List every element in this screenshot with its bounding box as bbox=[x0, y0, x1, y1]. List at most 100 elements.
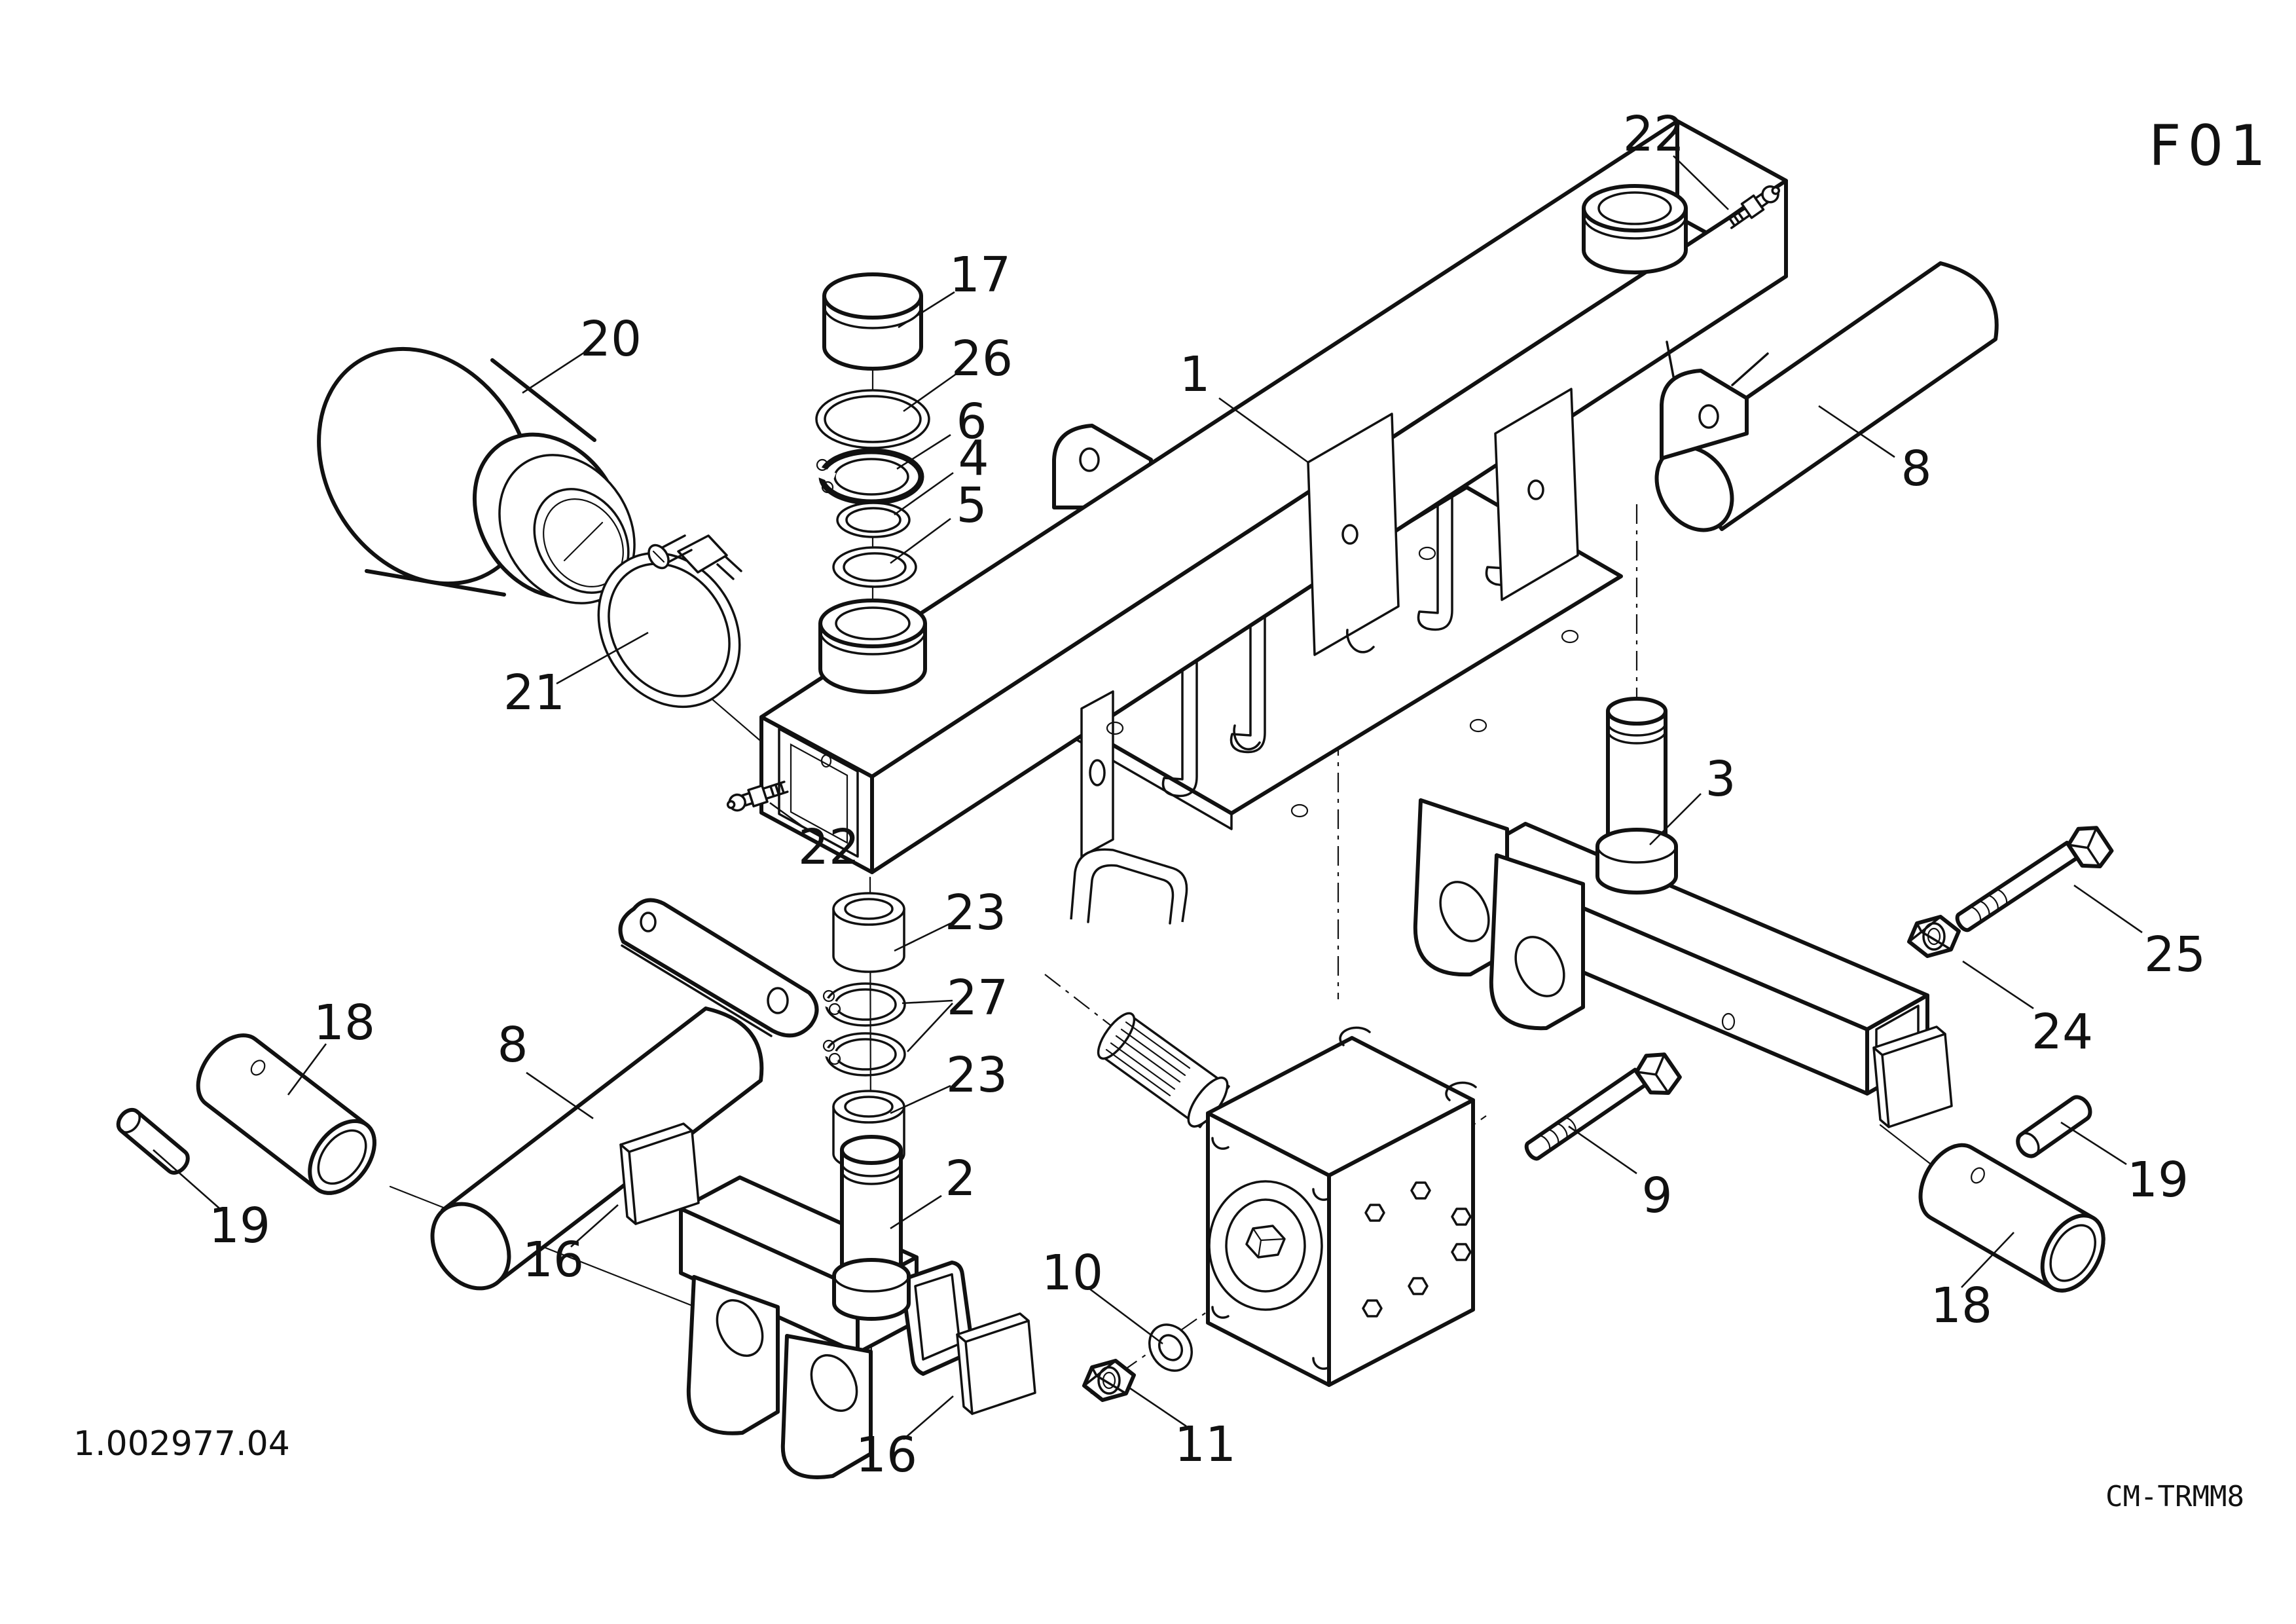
callout-22-13: 22 bbox=[769, 802, 860, 876]
figure-code: F01 bbox=[2149, 113, 2272, 179]
callout-16-21: 16 bbox=[522, 1204, 619, 1288]
leader-line bbox=[2060, 1121, 2127, 1166]
left-assembly bbox=[114, 898, 819, 1291]
part-number-label: 26 bbox=[951, 331, 1013, 387]
part-number-label: 27 bbox=[947, 970, 1008, 1026]
part-number-label: 8 bbox=[497, 1017, 528, 1073]
leader-line bbox=[1961, 1232, 2014, 1288]
callout-23-14: 23 bbox=[894, 885, 1006, 952]
bolt-9 bbox=[1521, 1047, 1684, 1177]
leader-line bbox=[898, 291, 955, 329]
part-number-label: 23 bbox=[945, 885, 1006, 941]
leader-line bbox=[894, 922, 951, 952]
right-ear-bracket bbox=[1660, 341, 1769, 460]
leader-line bbox=[894, 471, 954, 516]
document-number: 1.002977.04 bbox=[73, 1424, 290, 1464]
part-number-label: 5 bbox=[956, 477, 987, 534]
gearbox bbox=[1084, 1012, 1477, 1400]
callout-17-1: 17 bbox=[898, 247, 1011, 329]
part-number-label: 22 bbox=[1623, 106, 1685, 162]
part-number-label: 16 bbox=[522, 1232, 584, 1288]
left-carrier bbox=[679, 1135, 1036, 1479]
part-number-label: 16 bbox=[856, 1427, 917, 1483]
part-number-label: 23 bbox=[946, 1047, 1008, 1103]
callout-24-12: 24 bbox=[1962, 960, 2093, 1060]
callout-26-2: 26 bbox=[903, 331, 1013, 413]
callout-25-11: 25 bbox=[2073, 884, 2206, 983]
leader-line bbox=[1129, 1387, 1187, 1428]
part-number-label: 3 bbox=[1705, 751, 1736, 807]
band-bracket bbox=[1070, 848, 1188, 925]
part-number-label: 10 bbox=[1042, 1245, 1103, 1301]
callout-18-27: 18 bbox=[1931, 1232, 2014, 1334]
leader-line bbox=[570, 1204, 619, 1247]
beam-collars bbox=[818, 184, 1688, 694]
leader-line bbox=[903, 1395, 954, 1440]
part-number-label: 20 bbox=[580, 311, 642, 367]
leader-line bbox=[1089, 1287, 1163, 1345]
callouts-layer: 1 17 26 645 20 21 22 8 3 25 24 22 23 27 23 2 9 10 11 16 16 18… bbox=[153, 106, 2206, 1483]
callout-21-7: 21 bbox=[503, 631, 649, 721]
callout-27-15: 27 bbox=[902, 970, 1008, 1052]
leader-line bbox=[890, 1084, 951, 1115]
callout-5-5: 5 bbox=[890, 477, 987, 564]
callout-3-10: 3 bbox=[1649, 751, 1736, 845]
upper-hardware-column bbox=[812, 272, 930, 588]
leader-line bbox=[896, 434, 951, 470]
part-number-label: 19 bbox=[209, 1198, 270, 1254]
part-number-label: 18 bbox=[314, 995, 375, 1051]
callout-16-22: 16 bbox=[856, 1395, 954, 1483]
part-number-label: 6 bbox=[956, 394, 987, 450]
callout-19-26: 19 bbox=[2060, 1121, 2189, 1208]
right-carrier bbox=[1413, 697, 1953, 1128]
part-number-label: 1 bbox=[1179, 346, 1210, 403]
leader-line bbox=[1673, 155, 1729, 210]
part-number-label: 24 bbox=[2032, 1004, 2093, 1060]
leader-line bbox=[2073, 884, 2143, 934]
part-number-label: 19 bbox=[2127, 1152, 2189, 1208]
part-number-label: 18 bbox=[1931, 1278, 1992, 1334]
callout-20-6: 20 bbox=[522, 311, 642, 394]
callout-2-17: 2 bbox=[890, 1151, 976, 1230]
callout-22-8: 22 bbox=[1623, 106, 1729, 210]
leader-line bbox=[1568, 1125, 1637, 1175]
callout-19-24: 19 bbox=[153, 1149, 270, 1254]
part-number-label: 21 bbox=[503, 665, 565, 721]
deck-details bbox=[1080, 388, 1579, 858]
leader-line bbox=[1962, 960, 2034, 1010]
leader-line bbox=[526, 1071, 594, 1120]
leader-line bbox=[769, 802, 809, 832]
callout-9-18: 9 bbox=[1568, 1125, 1673, 1224]
callout-1-0: 1 bbox=[1179, 346, 1309, 464]
leader-line bbox=[902, 999, 953, 1005]
leader-line bbox=[1649, 793, 1702, 845]
leader-line bbox=[890, 517, 951, 564]
leader-line bbox=[556, 631, 649, 685]
lower-hardware-column bbox=[822, 892, 905, 1171]
leader-line bbox=[903, 372, 958, 413]
callout-18-23: 18 bbox=[287, 995, 375, 1096]
part-number-label: 25 bbox=[2144, 927, 2206, 983]
part-number-label: 8 bbox=[1901, 441, 1931, 497]
leader-line bbox=[287, 1043, 327, 1096]
callout-23-16: 23 bbox=[890, 1047, 1008, 1115]
part-number-label: 22 bbox=[798, 819, 860, 876]
callout-10-19: 10 bbox=[1042, 1245, 1163, 1345]
callout-11-20: 11 bbox=[1129, 1387, 1236, 1473]
callout-8-9: 8 bbox=[1818, 405, 1932, 497]
part-number-label: 2 bbox=[945, 1151, 975, 1207]
rubber-cone bbox=[317, 346, 636, 604]
part-number-label: 4 bbox=[958, 430, 989, 487]
leader-line bbox=[890, 1194, 942, 1230]
leader-line bbox=[153, 1149, 221, 1209]
hose-clamp bbox=[597, 534, 742, 709]
leader-line bbox=[1218, 397, 1309, 464]
leader-line bbox=[907, 1003, 953, 1052]
part-number-label: 9 bbox=[1641, 1168, 1672, 1224]
part-number-label: 11 bbox=[1175, 1416, 1236, 1473]
leader-line bbox=[1818, 405, 1895, 458]
drawing-code: CM-TRMM8 bbox=[2105, 1480, 2244, 1513]
part-number-label: 17 bbox=[949, 247, 1011, 303]
